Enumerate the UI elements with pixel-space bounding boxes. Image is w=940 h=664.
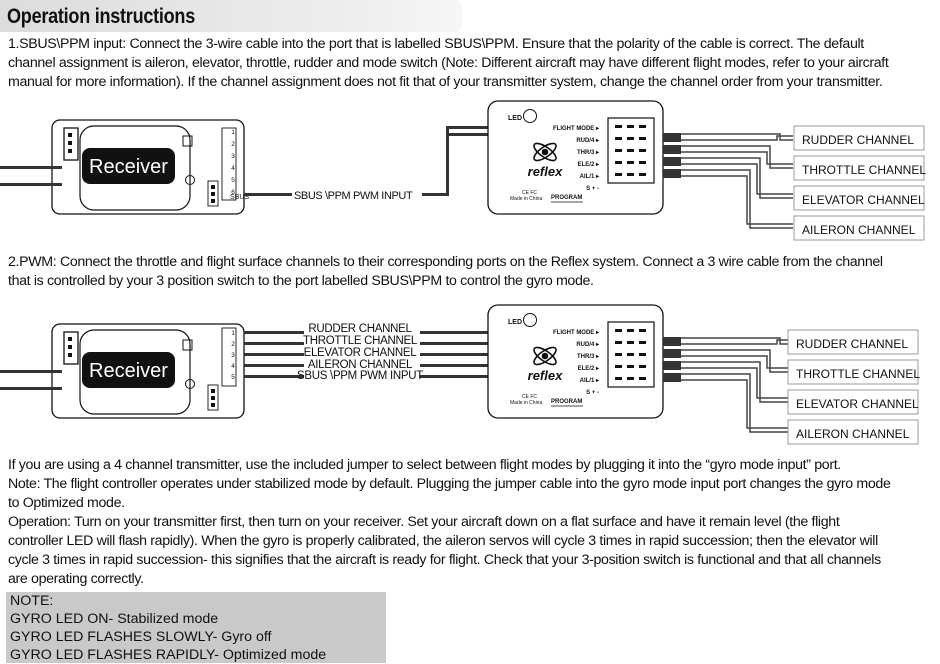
output-channel-label: THROTTLE CHANNEL xyxy=(796,367,920,381)
input-cable-label: SBUS \PPM PWM INPUT xyxy=(294,190,413,202)
text-line: Note: The flight controller operates und… xyxy=(8,476,891,492)
title-bar: Operation instructions xyxy=(0,0,462,32)
led-indicator xyxy=(523,313,537,327)
text-line: controller LED will flash rapidly). When… xyxy=(8,533,878,549)
led-indicator xyxy=(523,109,537,123)
page-title: Operation instructions xyxy=(7,5,195,28)
output-channel-box xyxy=(793,215,925,241)
cable-label: ELEVATOR CHANNEL xyxy=(304,347,418,359)
cable-label: SBUS \PPM PWM INPUT xyxy=(297,370,423,382)
section2-text: 2.PWM: Connect the throttle and flight s… xyxy=(8,253,883,291)
reflex-port-label: FLIGHT MODE ▸ xyxy=(553,330,600,336)
note-box: NOTE: GYRO LED ON- Stabilized mode GYRO … xyxy=(6,592,386,663)
reflex-brand: reflex xyxy=(528,164,563,179)
reflex-port-label: RUD/4 ▸ xyxy=(576,138,600,144)
reflex-made-in: Made in China xyxy=(510,196,542,202)
text-line: are operating correctly. xyxy=(8,571,144,587)
note-line: GYRO LED ON- Stabilized mode xyxy=(10,611,219,627)
output-channel-box xyxy=(793,125,925,151)
output-channel-label: ELEVATOR CHANNEL xyxy=(796,397,919,411)
note-line: GYRO LED FLASHES RAPIDLY- Optimized mode xyxy=(10,647,327,663)
text-line: that is controlled by your 3 position sw… xyxy=(8,273,594,289)
output-channel-label: THROTTLE CHANNEL xyxy=(802,163,926,177)
reflex-port-label: S + - xyxy=(586,186,599,192)
output-channel-box xyxy=(787,359,919,385)
receiver-label-badge xyxy=(82,352,175,388)
reflex-logo-icon xyxy=(533,346,557,366)
reflex-brand: reflex xyxy=(528,368,563,383)
reflex-port-label: S + - xyxy=(586,390,599,396)
reflex-port-label: ELE/2 ▸ xyxy=(578,162,600,168)
port-number: 2 xyxy=(231,341,235,348)
receiver-label: Receiver xyxy=(89,156,168,178)
reflex-logo-icon xyxy=(533,142,557,162)
reflex-program-label: PROGRAM xyxy=(551,195,582,201)
port-number: 3 xyxy=(231,352,235,359)
port-number: 4 xyxy=(231,165,235,172)
receiver-label: Receiver xyxy=(89,360,168,382)
text-line: to Optimized mode. xyxy=(8,495,125,511)
note-line: GYRO LED FLASHES SLOWLY- Gyro off xyxy=(10,629,272,645)
pin-header xyxy=(607,117,655,184)
section3-text: If you are using a 4 channel transmitter… xyxy=(8,456,891,589)
reflex-port-label: AIL/1 ▸ xyxy=(580,378,600,384)
reflex-port-label: THR/3 ▸ xyxy=(577,354,600,360)
cable-label: RUDDER CHANNEL xyxy=(308,323,412,335)
section1-text: 1.SBUS\PPM input: Connect the 3-wire cab… xyxy=(8,35,889,92)
port-number: 3 xyxy=(231,153,235,160)
led-label: LED xyxy=(508,115,522,122)
port-number: 1 xyxy=(231,330,235,337)
text-line: cycle 3 times in rapid succession- this … xyxy=(8,552,881,568)
text-line: channel assignment is aileron, elevator,… xyxy=(8,55,889,71)
reflex-port-label: RUD/4 ▸ xyxy=(576,342,600,348)
output-channel-box xyxy=(787,419,919,445)
port-number: 4 xyxy=(231,363,235,370)
output-channel-label: RUDDER CHANNEL xyxy=(796,337,908,351)
sbus-wiring-diagram: Receiver 1 2 3 4 5 6 SBUS SBUS \PPM PWM … xyxy=(0,100,926,241)
pin-header xyxy=(607,321,655,388)
reflex-port-label: ELE/2 ▸ xyxy=(578,366,600,372)
reflex-program-label: PROGRAM xyxy=(551,399,582,405)
sbus-port-label: SBUS xyxy=(230,194,249,201)
port-number: 6 xyxy=(231,189,235,196)
output-channel-label: ELEVATOR CHANNEL xyxy=(802,193,925,207)
receiver-label-badge xyxy=(82,148,175,184)
reflex-port-label: FLIGHT MODE ▸ xyxy=(553,126,600,132)
reflex-cert: CE FC xyxy=(522,190,537,196)
reflex-cert: CE FC xyxy=(522,394,537,400)
reflex-port-label: THR/3 ▸ xyxy=(577,150,600,156)
text-line: 1.SBUS\PPM input: Connect the 3-wire cab… xyxy=(8,36,864,52)
port-number: 5 xyxy=(231,177,235,184)
port-number: 1 xyxy=(231,129,235,136)
output-channel-box xyxy=(787,389,919,415)
cable-label: AILERON CHANNEL xyxy=(308,359,413,371)
text-line: Operation: Turn on your transmitter firs… xyxy=(8,514,840,530)
pwm-wiring-diagram: Receiver 1 2 3 4 5 RUDDER CHANNEL THROTT… xyxy=(0,304,920,445)
output-channel-box xyxy=(787,329,919,355)
text-line: If you are using a 4 channel transmitter… xyxy=(8,457,841,473)
text-line: 2.PWM: Connect the throttle and flight s… xyxy=(8,254,883,270)
output-channel-box xyxy=(793,155,925,181)
led-label: LED xyxy=(508,319,522,326)
cable-label: THROTTLE CHANNEL xyxy=(303,335,418,347)
port-number: 5 xyxy=(231,374,235,381)
note-heading: NOTE: xyxy=(10,593,54,609)
text-line: manual for more information). If the cha… xyxy=(8,74,883,90)
output-channel-box xyxy=(793,185,925,211)
output-channel-label: RUDDER CHANNEL xyxy=(802,133,914,147)
output-channel-label: AILERON CHANNEL xyxy=(796,427,910,441)
reflex-port-label: AIL/1 ▸ xyxy=(580,174,600,180)
output-channel-label: AILERON CHANNEL xyxy=(802,223,916,237)
port-number: 2 xyxy=(231,141,235,148)
reflex-made-in: Made in China xyxy=(510,400,542,406)
